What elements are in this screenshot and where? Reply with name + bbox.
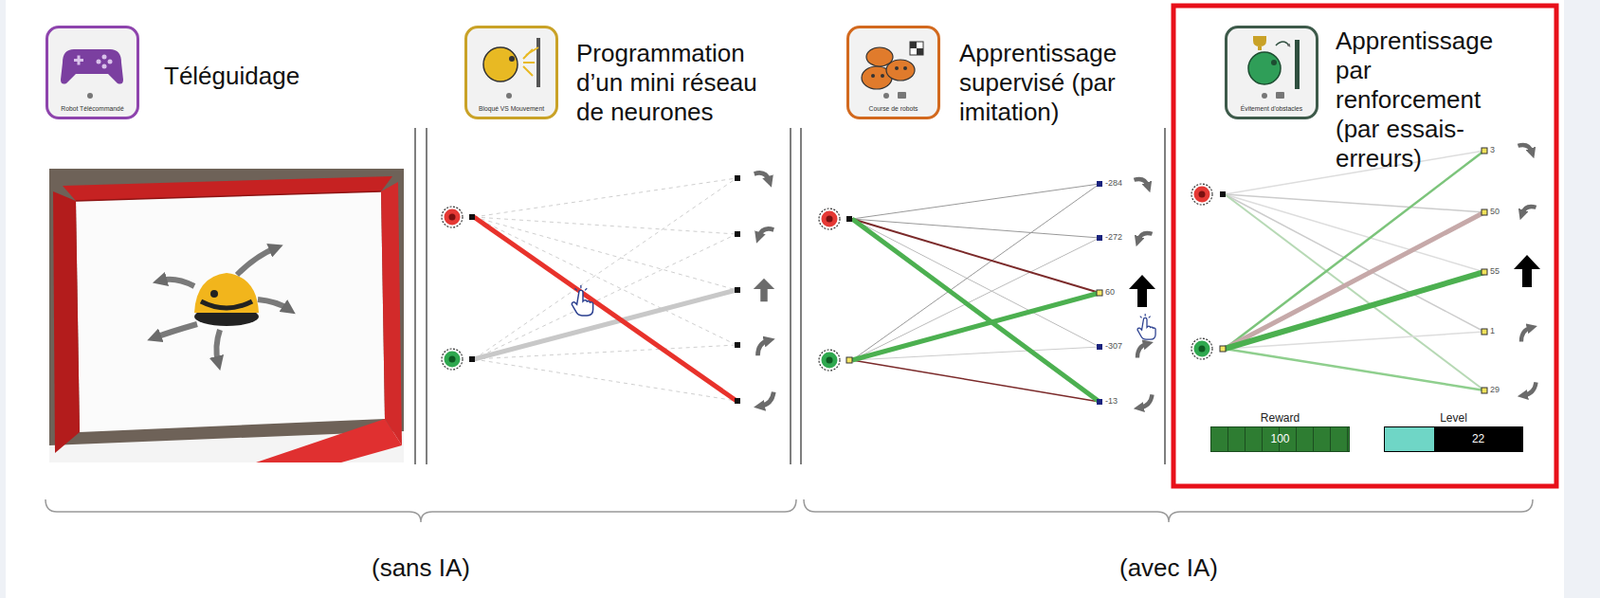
icon-caption: Course de robots — [849, 104, 938, 113]
group-caption: (avec IA) — [1119, 552, 1219, 584]
icon-tile: Évitement d'obstaclesApprentissage par r… — [1224, 25, 1319, 120]
output-value: 1 — [1490, 326, 1495, 337]
bar-title: Reward — [1192, 411, 1368, 425]
group-bracket — [45, 499, 1533, 523]
panel-separator — [415, 127, 1165, 465]
output-value: -284 — [1105, 178, 1123, 189]
output-value: 50 — [1490, 206, 1500, 218]
bar-value: 100 — [1211, 427, 1349, 452]
mini-network — [441, 172, 775, 406]
reinforcement-network — [1173, 5, 1557, 487]
output-value: -13 — [1105, 396, 1118, 407]
output-value: 3 — [1490, 145, 1495, 156]
icon-tile: Robot TélécommandéTéléguidage — [45, 25, 140, 120]
output-value: 29 — [1490, 384, 1500, 396]
output-value: -307 — [1105, 341, 1123, 352]
robot-photo — [49, 168, 404, 463]
output-value: 60 — [1105, 287, 1115, 298]
supervised-network — [818, 179, 1156, 408]
activity-heading: Apprentissage par renforcement (par essa… — [1335, 26, 1502, 174]
reward-bar: Reward100 — [1210, 426, 1350, 453]
icon-caption: Évitement d'obstacles — [1227, 104, 1316, 113]
icon-caption: Robot Télécommandé — [48, 104, 137, 113]
output-value: 55 — [1490, 266, 1500, 277]
activity-heading: Téléguidage — [163, 61, 300, 91]
bar-value: 22 — [1434, 427, 1523, 452]
icon-tile: Bloqué VS MouvementProgrammation d’un mi… — [464, 25, 559, 120]
activity-heading: Programmation d’un mini réseau de neuron… — [576, 38, 781, 128]
level-bar: Level22 — [1383, 426, 1524, 453]
output-value: -272 — [1105, 232, 1123, 243]
bar-title: Level — [1365, 411, 1542, 425]
icon-tile: Course de robotsApprentissage supervisé … — [846, 25, 941, 120]
icon-caption: Bloqué VS Mouvement — [467, 104, 556, 113]
activity-heading: Apprentissage supervisé (par imitation) — [959, 38, 1149, 128]
group-caption: (sans IA) — [371, 552, 471, 584]
